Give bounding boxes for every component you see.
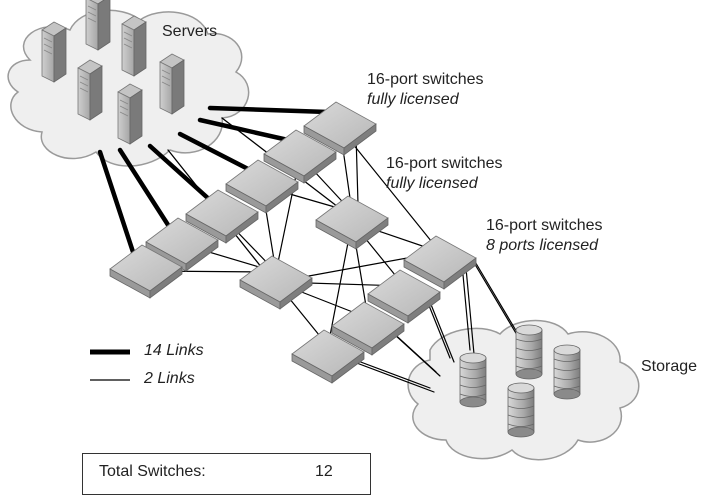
- legend-thick-label: 14 Links: [144, 342, 204, 359]
- server-3: [121, 15, 147, 77]
- storage-unit-1: [515, 324, 543, 380]
- storage-unit-2: [553, 344, 581, 400]
- link-33: [349, 357, 431, 389]
- switch-2: [263, 129, 337, 184]
- server-5: [159, 53, 185, 115]
- servers-label: Servers: [162, 23, 218, 40]
- switch-9: [403, 235, 477, 290]
- switch-7: [315, 195, 389, 250]
- storage-unit-4: [507, 382, 535, 438]
- link-32: [393, 333, 441, 377]
- storage-unit-3: [459, 352, 487, 408]
- switch-group-2-title: 16-port switches: [386, 155, 503, 172]
- switch-3: [225, 159, 299, 214]
- links-layer: [97, 105, 525, 393]
- switch-12: [291, 329, 365, 384]
- link-6: [97, 149, 137, 258]
- switch-group-1-title: 16-port switches: [367, 71, 484, 88]
- switch-group-3-title: 16-port switches: [486, 217, 603, 234]
- switch-group-2-label: 16-port switches fully licensed: [386, 154, 503, 194]
- servers-layer: [41, 0, 185, 145]
- san-topology-diagram: [7, 0, 640, 461]
- link-34: [353, 361, 435, 393]
- server-4: [77, 59, 103, 121]
- server-1: [85, 0, 111, 51]
- total-switches-label: Total Switches:: [99, 463, 206, 480]
- switch-10: [367, 269, 441, 324]
- switch-1: [303, 101, 377, 156]
- legend-thin-label: 2 Links: [144, 370, 195, 387]
- storage-layer: [459, 324, 581, 438]
- switch-6: [109, 244, 183, 299]
- totals-box: Total Switches: 12: [82, 453, 371, 495]
- switch-group-2-license: fully licensed: [386, 175, 478, 192]
- link-1: [207, 105, 331, 115]
- link-5: [117, 147, 173, 231]
- switch-group-3-label: 16-port switches 8 ports licensed: [486, 216, 603, 256]
- switch-4: [185, 189, 259, 244]
- switch-group-1-label: 16-port switches fully licensed: [367, 70, 484, 110]
- switches-layer: [109, 101, 477, 384]
- link-29: [425, 297, 451, 359]
- server-2: [41, 21, 67, 83]
- switch-11: [331, 301, 405, 356]
- total-switches-value: 12: [315, 463, 333, 480]
- storage-label: Storage: [641, 358, 698, 375]
- link-35: [469, 255, 521, 341]
- switch-8: [239, 255, 313, 310]
- server-6: [117, 83, 143, 145]
- switch-group-3-license: 8 ports licensed: [486, 237, 599, 254]
- link-27: [461, 263, 471, 351]
- link-3: [177, 131, 253, 173]
- switch-group-1-license: fully licensed: [367, 91, 459, 108]
- link-28: [465, 267, 475, 355]
- link-30: [429, 301, 455, 363]
- link-2: [197, 117, 291, 143]
